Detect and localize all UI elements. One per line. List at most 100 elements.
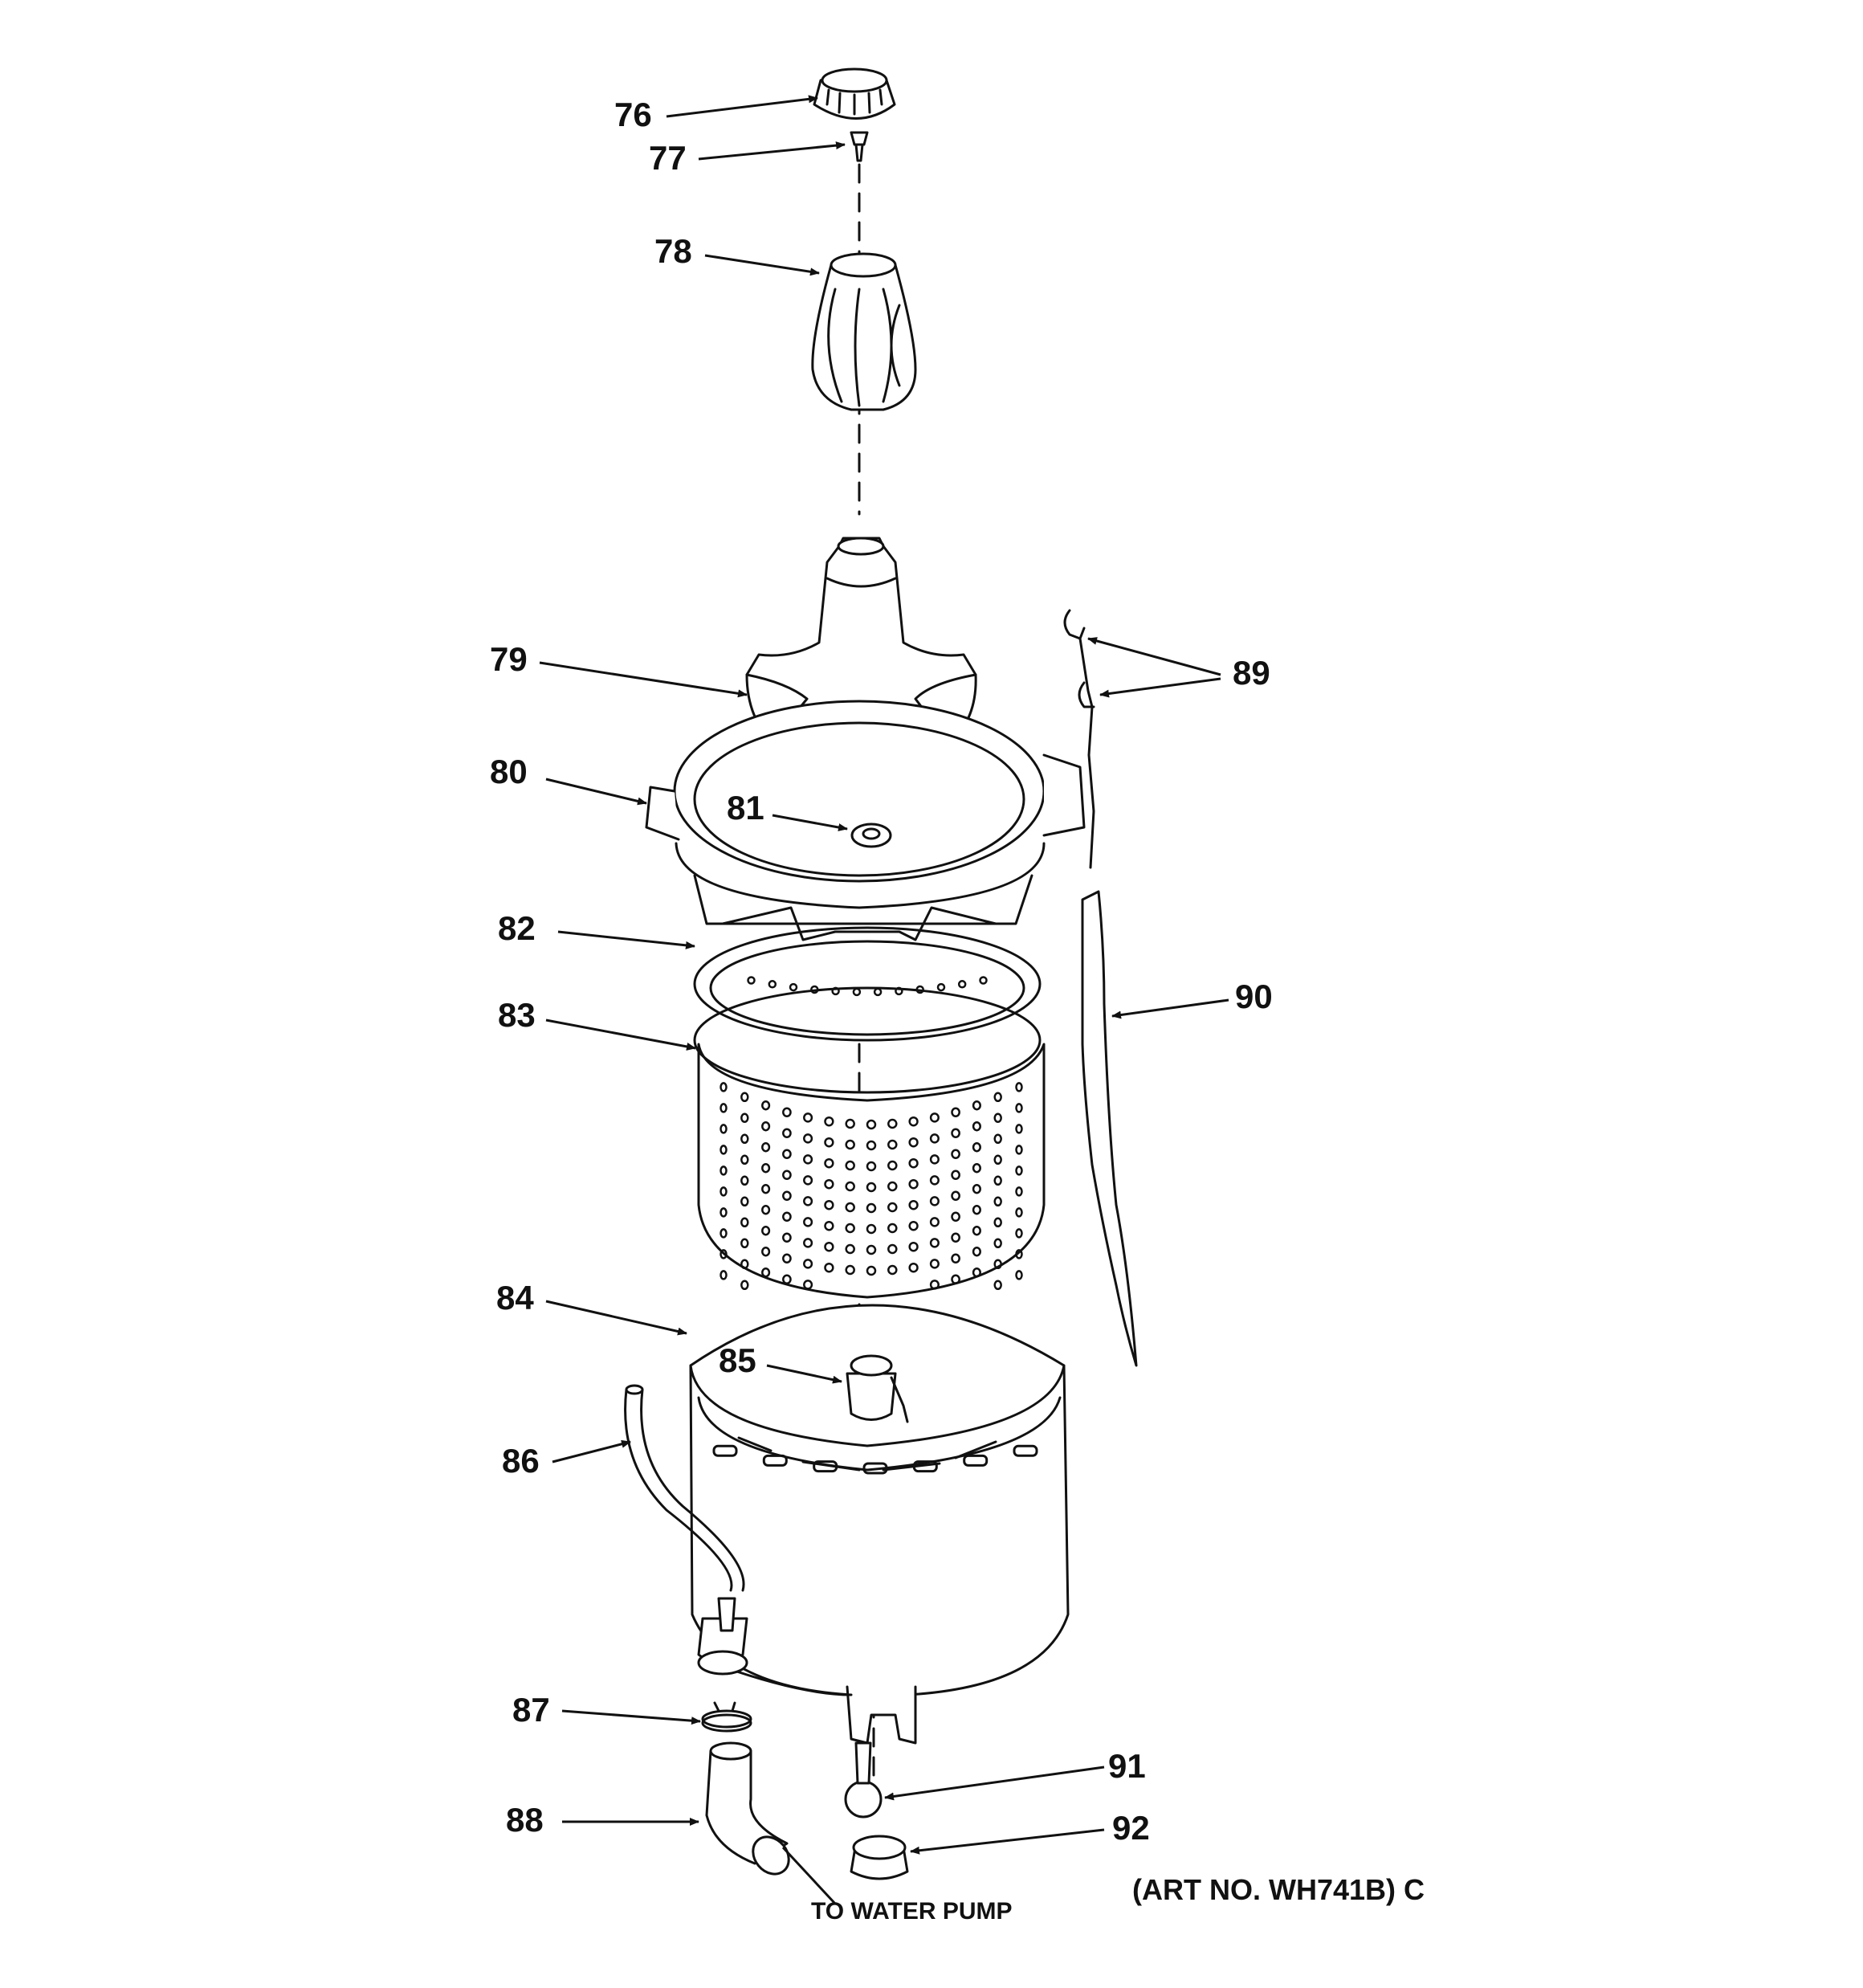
- leader-82: [557, 930, 695, 949]
- basket-hole: [993, 1280, 1002, 1291]
- part-label-85: 85: [719, 1341, 756, 1379]
- basket-hole: [866, 1223, 877, 1235]
- basket-hole: [740, 1154, 749, 1165]
- basket-hole: [1015, 1207, 1023, 1218]
- tub-slot: [813, 1460, 838, 1473]
- basket-hole: [761, 1162, 771, 1174]
- basket-hole: [845, 1139, 855, 1150]
- basket-hole: [740, 1238, 749, 1249]
- basket-hole: [929, 1196, 940, 1206]
- leader-79: [539, 661, 748, 698]
- basket-hole: [740, 1133, 749, 1145]
- leader-77: [698, 141, 846, 161]
- basket-hole: [929, 1175, 940, 1186]
- basket-hole: [740, 1175, 749, 1186]
- basket-hole: [915, 985, 924, 994]
- basket-hole: [824, 1262, 834, 1273]
- leader-84: [545, 1300, 687, 1336]
- leader-76: [666, 95, 818, 118]
- basket-hole: [887, 1223, 898, 1234]
- basket-hole: [782, 1128, 792, 1139]
- leader-87: [561, 1709, 701, 1725]
- basket-hole: [951, 1190, 960, 1202]
- basket-hole: [1015, 1103, 1023, 1113]
- part-label-87: 87: [512, 1691, 550, 1729]
- basket-hole: [908, 1157, 919, 1169]
- basket-hole: [720, 1207, 728, 1218]
- basket-hole: [993, 1259, 1002, 1270]
- basket-hole: [782, 1211, 792, 1223]
- hose-clamp-part-87: [701, 1701, 752, 1733]
- basket-hole: [887, 1160, 898, 1171]
- part-label-79: 79: [490, 640, 528, 678]
- basket-hole: [908, 1137, 919, 1148]
- basket-hole: [782, 1232, 792, 1243]
- basket-hole: [866, 1202, 877, 1214]
- basket-hole: [789, 982, 798, 992]
- basket-hole: [908, 1262, 919, 1273]
- basket-hole: [887, 1181, 898, 1192]
- basket-hole: [993, 1112, 1002, 1124]
- basket-hole: [845, 1223, 855, 1234]
- basket-hole: [824, 1137, 834, 1148]
- basket-hole: [845, 1243, 855, 1255]
- leader-90: [1111, 998, 1229, 1019]
- basket-hole: [936, 982, 946, 992]
- basket-hole: [740, 1112, 749, 1124]
- basket-hole: [824, 1199, 834, 1210]
- basket-hole: [1015, 1228, 1023, 1239]
- basket-hole: [908, 1199, 919, 1210]
- basket-hole: [866, 1140, 877, 1151]
- basket-hole: [761, 1100, 771, 1111]
- basket-hole: [972, 1225, 981, 1236]
- basket-hole: [993, 1133, 1002, 1145]
- outer-tub-part-84: [689, 1304, 1070, 1745]
- basket-hole: [972, 1121, 981, 1132]
- basket-hole: [972, 1267, 981, 1278]
- part-label-82: 82: [498, 909, 536, 947]
- basket-hole: [993, 1238, 1002, 1249]
- basket-hole: [887, 1264, 898, 1276]
- tub-slot: [862, 1462, 888, 1475]
- basket-hole: [929, 1154, 940, 1165]
- part-label-78: 78: [654, 232, 692, 270]
- basket-hole: [803, 1154, 813, 1165]
- basket-hole: [720, 1270, 728, 1280]
- basket-hole: [972, 1204, 981, 1215]
- part-label-77: 77: [649, 139, 687, 177]
- basket-hole: [782, 1107, 792, 1118]
- basket-hole: [929, 1238, 940, 1248]
- leader-89a: [1087, 637, 1221, 676]
- tub-slot: [912, 1460, 938, 1473]
- basket-hole: [782, 1190, 792, 1202]
- part-label-76: 76: [614, 96, 652, 133]
- basket-hole: [845, 1181, 855, 1192]
- tub-slot: [762, 1454, 788, 1467]
- leader-78: [704, 254, 820, 276]
- basket-hole: [972, 1100, 981, 1111]
- agitator-auger-part-78: [811, 252, 917, 411]
- basket-hole: [1015, 1165, 1023, 1176]
- nut-part-81: [850, 823, 892, 848]
- basket-hole: [866, 1265, 877, 1276]
- leader-92: [910, 1828, 1105, 1855]
- part-label-84: 84: [496, 1279, 534, 1316]
- basket-hole: [761, 1267, 771, 1278]
- basket-hole: [1015, 1249, 1023, 1259]
- basket-hole: [824, 1241, 834, 1252]
- basket-hole: [951, 1107, 960, 1118]
- leader-80: [545, 778, 647, 806]
- leader-to-water-pump: [781, 1846, 837, 1905]
- leader-85: [766, 1364, 842, 1384]
- basket-hole: [951, 1274, 960, 1285]
- leader-83: [545, 1018, 696, 1051]
- basket-hole: [824, 1178, 834, 1190]
- hanger-strap-part-90: [1081, 890, 1138, 1367]
- basket-hole: [866, 1182, 877, 1193]
- basket-hole: [929, 1259, 940, 1269]
- basket-hole: [908, 1116, 919, 1127]
- basket-hole: [866, 1119, 877, 1130]
- basket-hole: [866, 1161, 877, 1172]
- basket-hole: [929, 1112, 940, 1123]
- part-label-80: 80: [490, 753, 528, 790]
